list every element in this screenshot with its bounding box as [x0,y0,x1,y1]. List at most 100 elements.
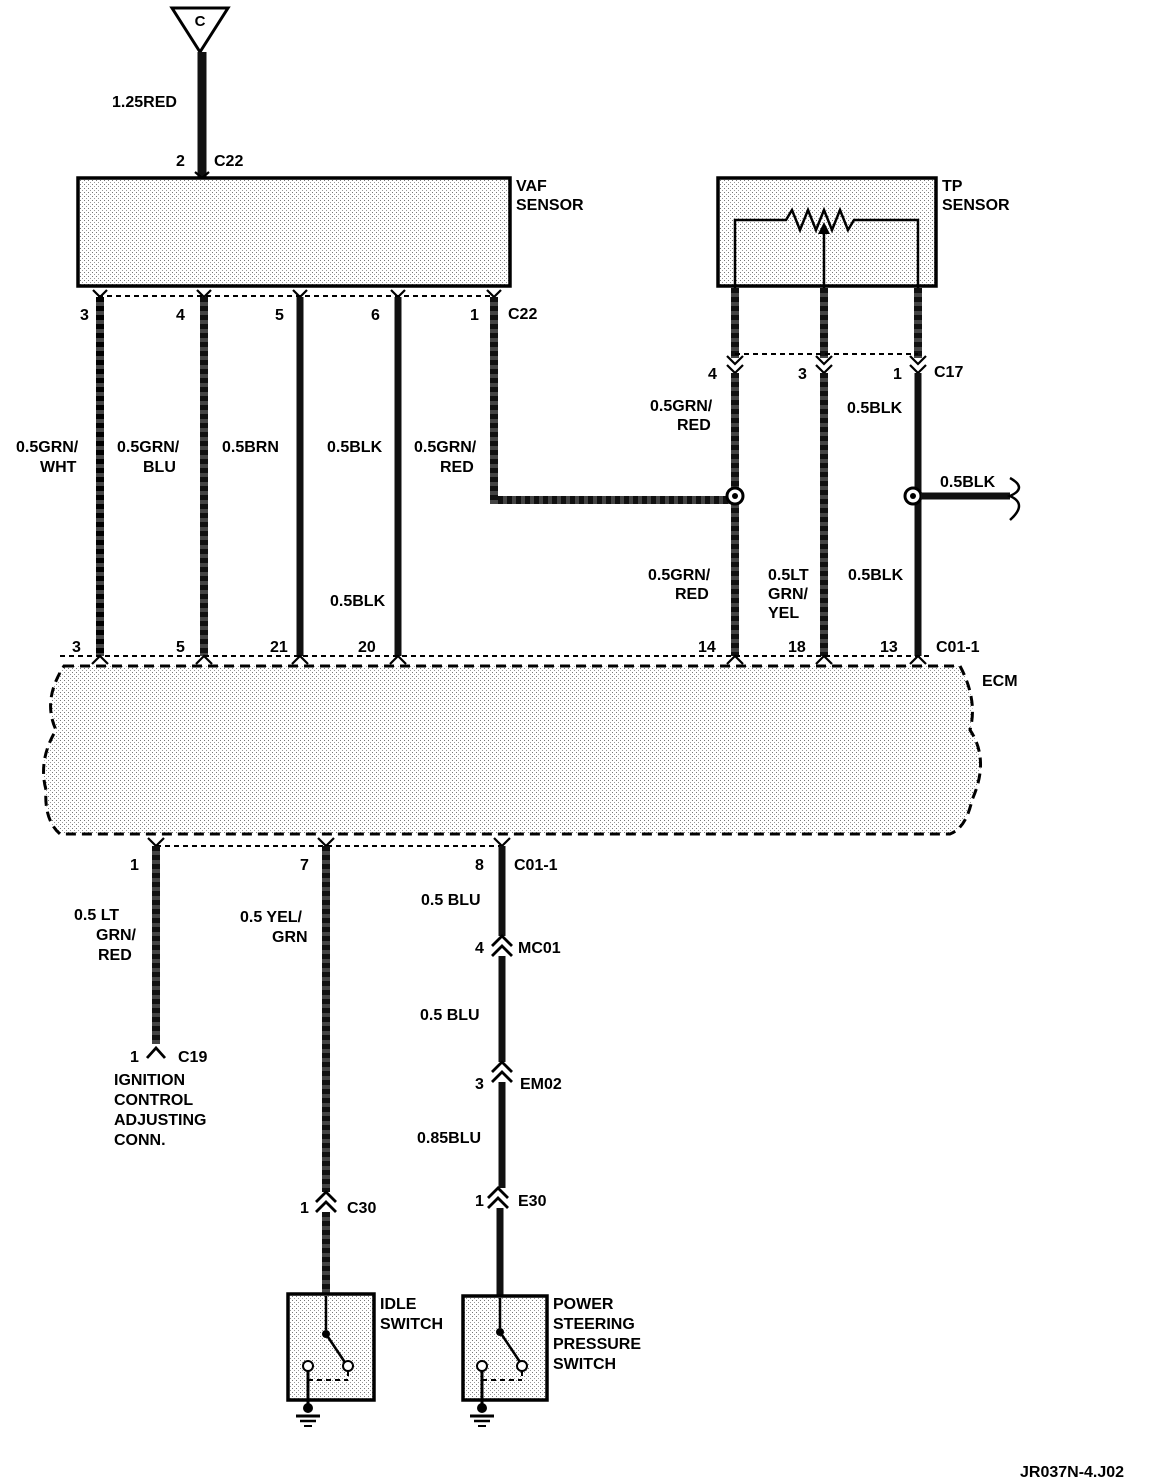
ps-switch-label-line3: PRESSURE [553,1336,641,1353]
ps-switch-label: POWER STEERING PRESSURE SWITCH [553,1296,645,1373]
ps-switch-label-line2: STEERING [553,1316,635,1333]
connector-label-c01-top: C01-1 [936,639,980,656]
ecm-pin-3: 3 [72,639,81,656]
wire-label-vaf3-line1: 0.5GRN/ [16,439,79,456]
wire-label-vaf4: 0.5GRN/ BLU [117,439,184,476]
wire-label-tp4-upper-line2: RED [677,417,711,434]
vaf-sensor-box [76,176,512,288]
mc01-pin: 4 [475,940,484,957]
connector-label-c22-bottom: C22 [508,306,537,323]
e30-pin-symbol [487,1186,509,1209]
connector-c-label: C [195,13,206,30]
idle-switch-box [286,1292,376,1402]
wire-label-tp3-line2: GRN/ [768,586,809,603]
ecm-label: ECM [982,673,1018,690]
wire-label-tp3: 0.5LT GRN/ YEL [768,567,813,622]
c19-pin: 1 [130,1049,139,1066]
wire-vaf1 [490,297,735,504]
connector-label-c01-bottom: C01-1 [514,857,558,874]
ground-icon [470,1414,494,1427]
ps-switch-label-line1: POWER [553,1296,614,1313]
idle-switch-label-line1: IDLE [380,1296,417,1313]
wire-label-vaf1-line2: RED [440,459,474,476]
connector-label-e30: E30 [518,1193,547,1210]
vaf-sensor-label-line2: SENSOR [516,197,584,214]
wire-label-vaf4-line2: BLU [143,459,176,476]
vaf-pin-4: 4 [176,307,185,324]
wire-label-vaf5: 0.5BRN [222,439,279,456]
ecm-pin-5: 5 [176,639,185,656]
idle-switch-symbol [302,1296,354,1413]
wire-label-ecm8-b: 0.5 BLU [420,1007,480,1024]
wire-label-ecm1: 0.5 LT GRN/ RED [74,907,140,964]
tp-pin-4: 4 [708,366,717,383]
tp-pin-1: 1 [893,366,902,383]
tp-sensor-label: TP SENSOR [942,178,1010,214]
wire-label-tp4-upper: 0.5GRN/ RED [650,398,717,434]
wire-label-tp3-line1: 0.5LT [768,567,809,584]
ecm-box [42,664,982,836]
tp-sensor-label-line2: SENSOR [942,197,1010,214]
ignition-connector-label-line2: CONTROL [114,1092,193,1109]
em02-pin-symbol [491,1060,513,1083]
wire-label-tp1-lower: 0.5BLK [848,567,904,584]
vaf-pin-5-symbol [292,289,308,299]
c30-pin-symbol [315,1190,337,1213]
wire-label-vaf6: 0.5BLK [327,439,383,456]
connector-label-c17: C17 [934,364,963,381]
em02-pin: 3 [475,1076,484,1093]
wire-label-ecm8-a: 0.5 BLU [421,892,481,909]
ground-branch-continuation [1006,476,1021,521]
wire-label-tp4-lower: 0.5GRN/ RED [648,567,715,603]
vaf-pin-3-symbol [92,289,108,299]
ecm-pin-1: 1 [130,857,139,874]
ecm-pin-21: 21 [270,639,288,656]
ps-switch-box [461,1294,549,1402]
vaf-pin-1: 1 [470,307,479,324]
pin-c22-top: 2 [176,153,185,170]
wire-label-ground-branch: 0.5BLK [940,474,996,491]
wire-label-ecm1-line1: 0.5 LT [74,907,119,924]
ps-switch-label-line4: SWITCH [553,1356,616,1373]
c30-pin: 1 [300,1200,309,1217]
tp-pin-3: 3 [798,366,807,383]
connector-label-c19: C19 [178,1049,207,1066]
c19-pin-symbol [145,1045,167,1059]
vaf-sensor-label: VAF SENSOR [516,178,584,214]
ignition-connector-label-line3: ADJUSTING [114,1112,206,1129]
ecm-pin-20: 20 [358,639,376,656]
ignition-connector-label-line1: IGNITION [114,1072,185,1089]
wire-label-ecm8-c: 0.85BLU [417,1130,481,1147]
mc01-pin-symbol [491,934,513,957]
vaf-pin-6-symbol [390,289,406,299]
connector-label-em02: EM02 [520,1076,562,1093]
wire-label-feed: 1.25RED [112,94,177,111]
connector-label-c22-top: C22 [214,153,243,170]
wire-label-ecm7: 0.5 YEL/ GRN [240,909,308,946]
wire-label-vaf6-lower: 0.5BLK [330,593,386,610]
ecm-pin-8: 8 [475,857,484,874]
wire-label-ecm1-line3: RED [98,947,132,964]
ecm-pin-7: 7 [300,857,309,874]
wire-label-ecm1-line2: GRN/ [96,927,137,944]
ecm-pin-14: 14 [698,639,716,656]
idle-switch-label: IDLE SWITCH [380,1296,443,1333]
wire-label-vaf1: 0.5GRN/ RED [414,439,481,476]
ps-switch-symbol [476,1298,528,1413]
figure-code: JR037N-4.J02 [1020,1464,1124,1481]
vaf-pin-6: 6 [371,307,380,324]
ecm-pin-18: 18 [788,639,806,656]
ignition-connector-label: IGNITION CONTROL ADJUSTING CONN. [114,1072,211,1149]
wire-label-tp4-lower-line1: 0.5GRN/ [648,567,711,584]
splice-grn-red-dot [732,493,738,499]
wire-label-ecm7-line2: GRN [272,929,308,946]
vaf-pin-5: 5 [275,307,284,324]
wire-label-tp4-lower-line2: RED [675,586,709,603]
wire-label-vaf3-line2: WHT [40,459,77,476]
wire-label-ecm7-line1: 0.5 YEL/ [240,909,303,926]
connector-label-mc01: MC01 [518,940,561,957]
idle-switch-label-line2: SWITCH [380,1316,443,1333]
wire-label-tp1-upper: 0.5BLK [847,400,903,417]
wire-label-tp4-upper-line1: 0.5GRN/ [650,398,713,415]
